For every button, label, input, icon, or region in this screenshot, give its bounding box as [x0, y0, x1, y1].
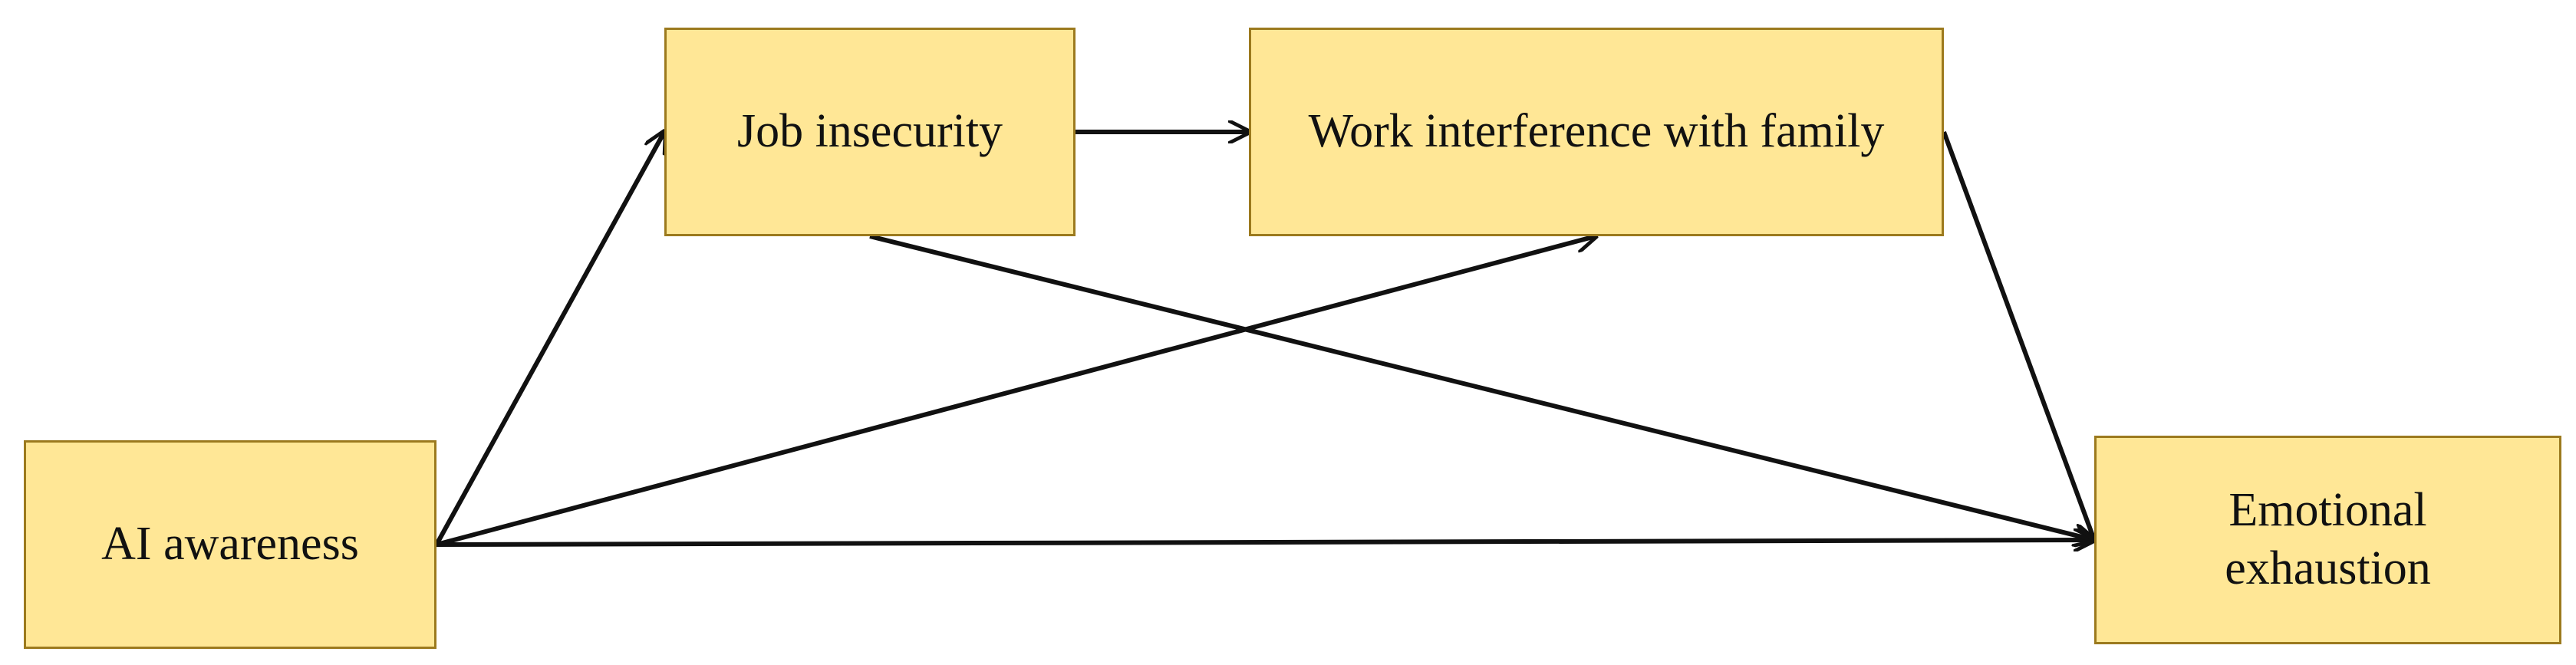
arrow-job-to-ee	[869, 234, 2094, 540]
node-work-interference-with-family-label: Work interference with family	[1308, 105, 1885, 158]
arrow-ai-to-ee	[436, 540, 2094, 545]
node-ai-awareness: AI awareness	[24, 440, 436, 649]
node-job-insecurity-label: Job insecurity	[736, 105, 1003, 158]
arrow-wif-to-ee	[1942, 130, 2094, 540]
node-emotional-exhaustion: Emotional exhaustion	[2094, 436, 2561, 644]
node-work-interference-with-family: Work interference with family	[1249, 28, 1944, 236]
node-ai-awareness-label: AI awareness	[101, 518, 359, 571]
arrow-ai-to-job	[434, 132, 664, 546]
node-emotional-exhaustion-label: Emotional exhaustion	[2225, 484, 2431, 594]
arrow-ai-to-wif	[436, 236, 1596, 547]
node-job-insecurity: Job insecurity	[664, 28, 1076, 236]
